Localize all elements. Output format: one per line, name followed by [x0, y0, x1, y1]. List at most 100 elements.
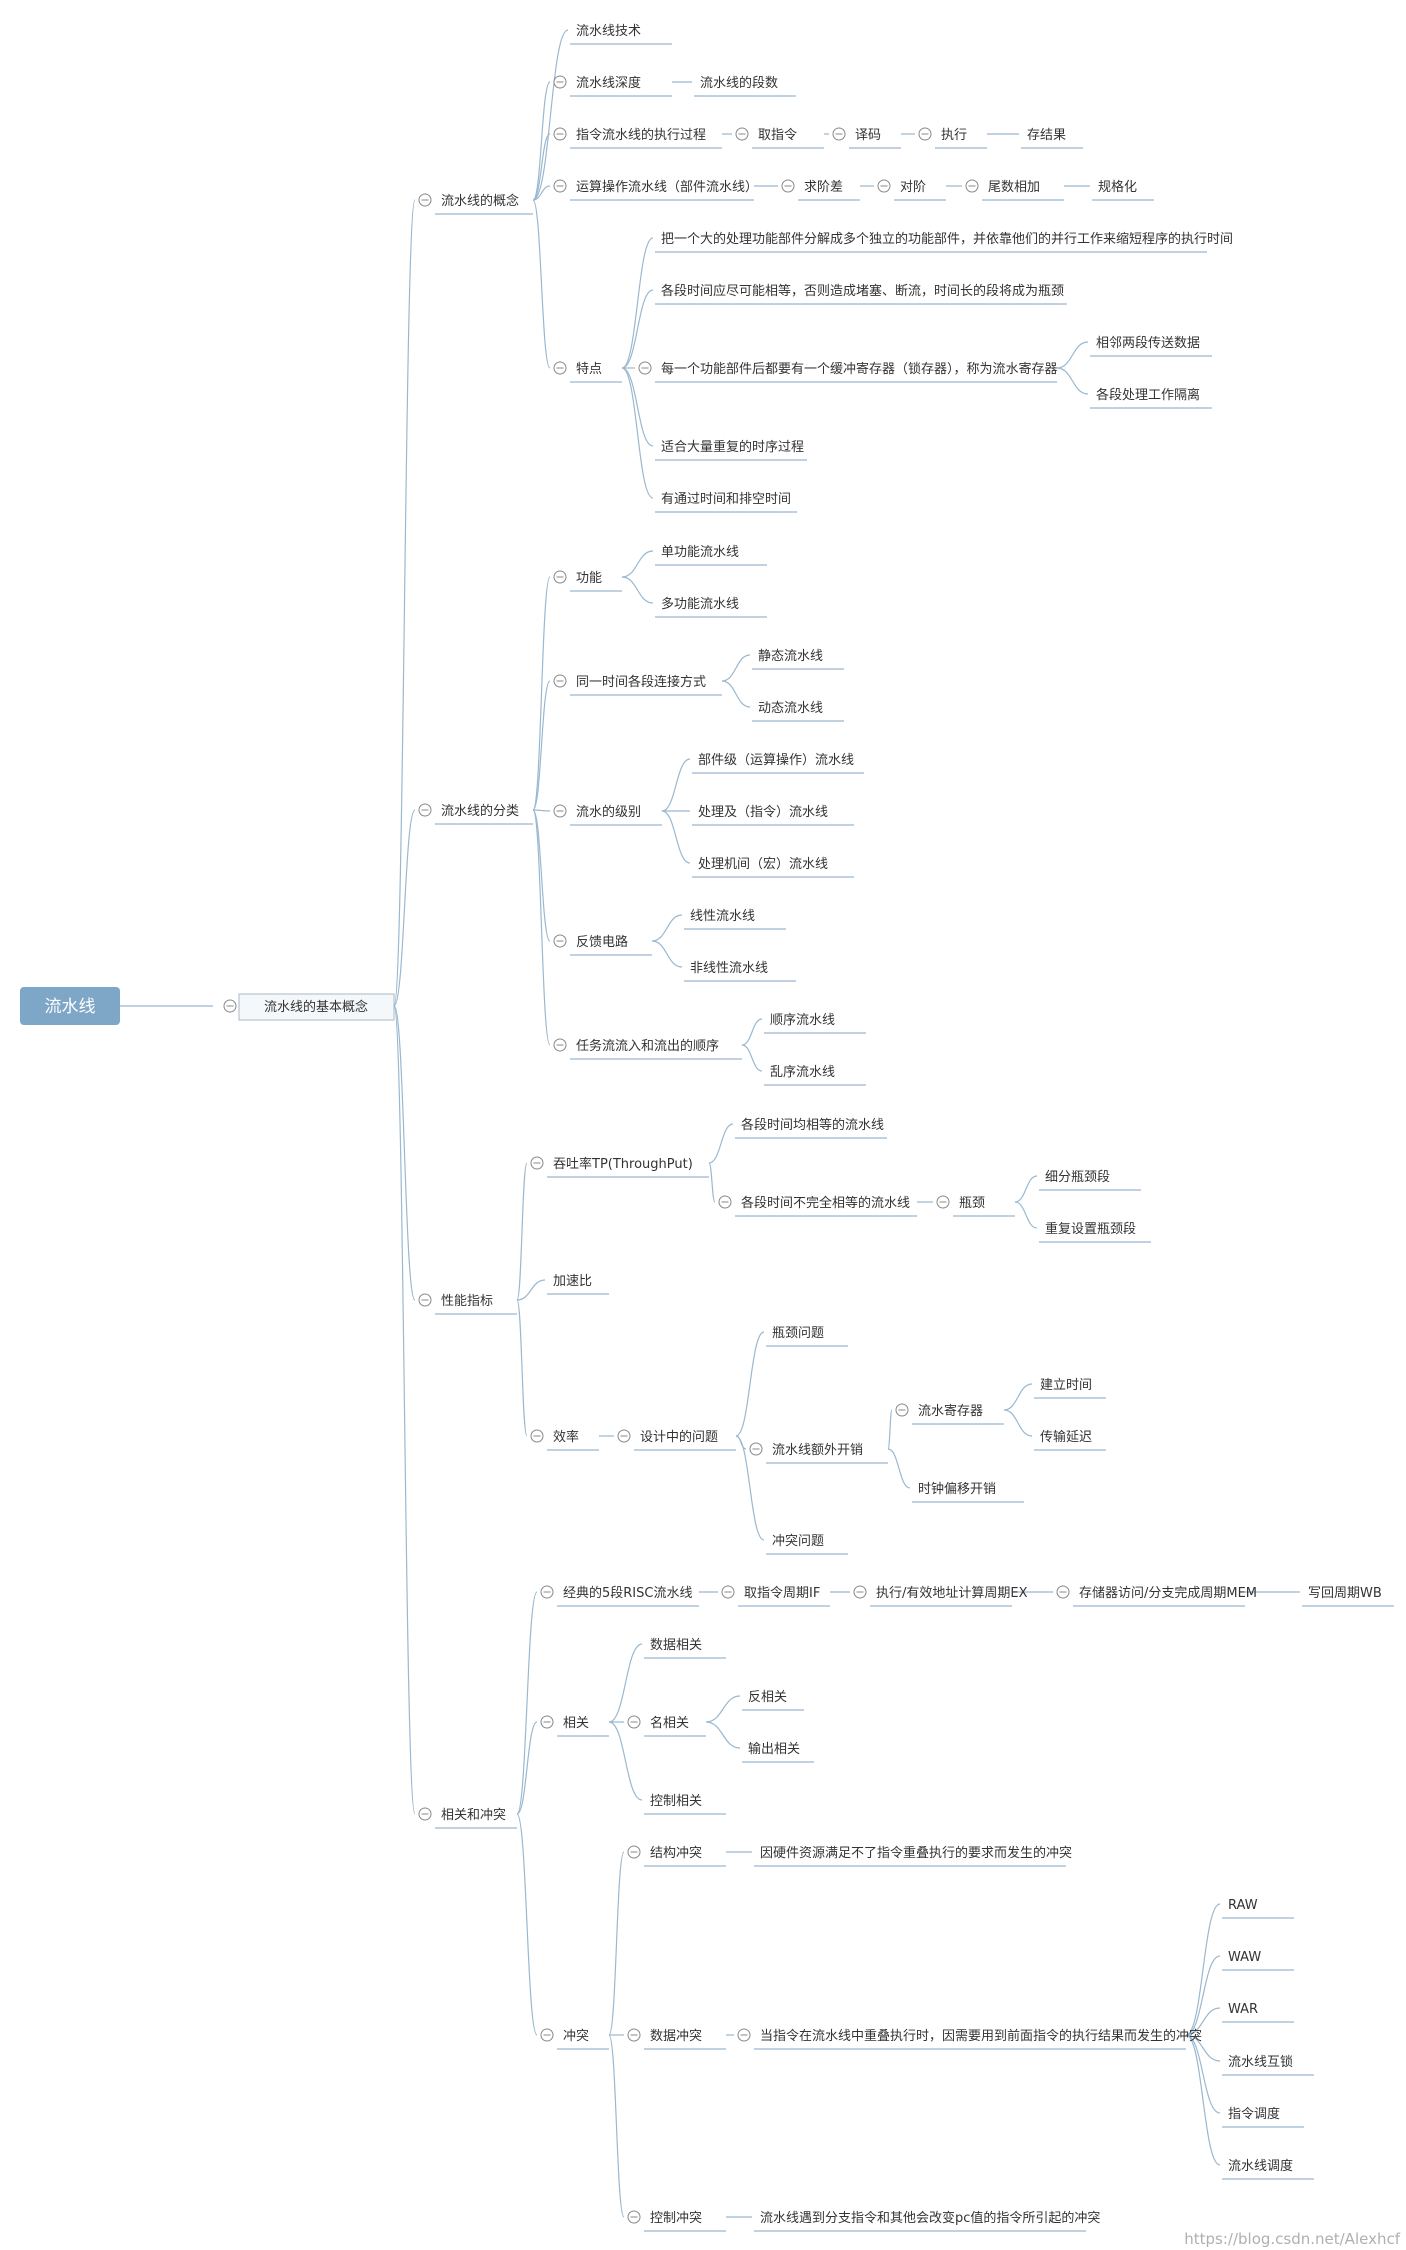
node-data-desc[interactable]: 当指令在流水线中重叠执行时，因需要用到前面指令的执行结果而发生的冲突 [737, 2028, 1202, 2050]
node-single[interactable]: 单功能流水线 [655, 545, 767, 566]
collapse-icon[interactable] [832, 127, 846, 141]
collapse-icon[interactable] [853, 1585, 867, 1599]
node-subdivide[interactable]: 细分瓶颈段 [1039, 1170, 1141, 1191]
collapse-icon[interactable] [553, 674, 567, 688]
node-nonlinear[interactable]: 非线性流水线 [684, 961, 796, 982]
node-out-order[interactable]: 乱序流水线 [764, 1065, 866, 1086]
node-mem[interactable]: 存储器访问/分支完成周期MEM [1056, 1585, 1257, 1607]
node-features[interactable]: 特点 [553, 361, 622, 383]
collapse-icon[interactable] [721, 1585, 735, 1599]
node-pipe-sched[interactable]: 流水线调度 [1222, 2158, 1314, 2180]
node-interlock[interactable]: 流水线互锁 [1222, 2054, 1314, 2076]
collapse-icon[interactable] [617, 1429, 631, 1443]
collapse-icon[interactable] [918, 127, 932, 141]
collapse-icon[interactable] [553, 1038, 567, 1052]
node-f1[interactable]: 把一个大的处理功能部件分解成多个独立的功能部件，并依靠他们的并行工作来缩短程序的… [655, 231, 1233, 253]
collapse-icon[interactable] [718, 1195, 732, 1209]
collapse-icon[interactable] [418, 803, 432, 817]
collapse-icon[interactable] [638, 361, 652, 375]
node-in-order[interactable]: 顺序流水线 [764, 1013, 866, 1034]
node-name-dep[interactable]: 名相关 [627, 1715, 706, 1737]
node-comp-level[interactable]: 部件级（运算操作）流水线 [692, 752, 864, 774]
node-f3b[interactable]: 各段处理工作隔离 [1090, 387, 1212, 409]
collapse-icon[interactable] [540, 1715, 554, 1729]
node-f3[interactable]: 每一个功能部件后都要有一个缓冲寄存器（锁存器），称为流水寄存器 [638, 361, 1058, 383]
collapse-icon[interactable] [418, 1807, 432, 1821]
node-perf[interactable]: 性能指标 [418, 1293, 517, 1315]
collapse-icon[interactable] [553, 804, 567, 818]
node-raw[interactable]: RAW [1222, 1898, 1294, 1919]
collapse-icon[interactable] [735, 127, 749, 141]
collapse-icon[interactable] [553, 179, 567, 193]
node-store[interactable]: 存结果 [1021, 128, 1083, 149]
node-fetch[interactable]: 取指令 [735, 127, 824, 149]
collapse-icon[interactable] [936, 1195, 950, 1209]
node-feedback[interactable]: 反馈电路 [553, 934, 652, 956]
collapse-icon[interactable] [530, 1429, 544, 1443]
node-arith[interactable]: 运算操作流水线（部件流水线） [553, 179, 758, 201]
node-exp-diff[interactable]: 求阶差 [781, 179, 860, 201]
collapse-icon[interactable] [895, 1403, 909, 1417]
node-mantissa[interactable]: 尾数相加 [965, 179, 1064, 201]
node-struct[interactable]: 结构冲突 [627, 1845, 726, 1867]
collapse-icon[interactable] [418, 1293, 432, 1307]
node-waw[interactable]: WAW [1222, 1950, 1294, 1971]
node-unequal[interactable]: 各段时间不完全相等的流水线 [718, 1195, 917, 1217]
node-ctrl[interactable]: 控制冲突 [627, 2210, 726, 2232]
collapse-icon[interactable] [530, 1156, 544, 1170]
node-if[interactable]: 取指令周期IF [721, 1585, 830, 1607]
node-bottleneck[interactable]: 瓶颈 [936, 1195, 1015, 1217]
collapse-icon[interactable] [627, 2210, 641, 2224]
node-static[interactable]: 静态流水线 [752, 649, 844, 670]
node-inter-level[interactable]: 处理机间（宏）流水线 [692, 857, 854, 878]
collapse-icon[interactable] [553, 75, 567, 89]
node-data[interactable]: 数据冲突 [627, 2028, 726, 2050]
node-hazard[interactable]: 相关和冲突 [418, 1807, 517, 1829]
node-concept[interactable]: 流水线的概念 [418, 193, 533, 215]
node-wb[interactable]: 写回周期WB [1302, 1586, 1394, 1607]
node-data-dep[interactable]: 数据相关 [644, 1638, 726, 1659]
collapse-icon[interactable] [627, 2028, 641, 2042]
node-ctrl-dep[interactable]: 控制相关 [644, 1794, 726, 1815]
root-node[interactable]: 流水线 [20, 987, 120, 1025]
collapse-icon[interactable] [627, 1715, 641, 1729]
collapse-icon[interactable] [737, 2028, 751, 2042]
node-decode[interactable]: 译码 [832, 127, 901, 149]
node-war[interactable]: WAR [1222, 2002, 1294, 2023]
node-design[interactable]: 设计中的问题 [617, 1429, 736, 1451]
node-normalize[interactable]: 规格化 [1092, 179, 1154, 201]
node-conn[interactable]: 同一时间各段连接方式 [553, 674, 722, 696]
collapse-icon[interactable] [781, 179, 795, 193]
node-f4[interactable]: 适合大量重复的时序过程 [655, 439, 807, 461]
node-dep[interactable]: 相关 [540, 1715, 609, 1737]
node-level1[interactable]: 流水线的基本概念 [223, 993, 395, 1021]
node-output[interactable]: 输出相关 [742, 1741, 814, 1763]
collapse-icon[interactable] [1056, 1585, 1070, 1599]
node-speedup[interactable]: 加速比 [547, 1274, 609, 1295]
collapse-icon[interactable] [540, 2028, 554, 2042]
node-ctrl-desc[interactable]: 流水线遇到分支指令和其他会改变pc值的指令所引起的冲突 [754, 2210, 1100, 2232]
node-tp[interactable]: 吞吐率TP(ThroughPut) [530, 1156, 709, 1178]
node-skew[interactable]: 时钟偏移开销 [912, 1481, 1024, 1503]
collapse-icon[interactable] [553, 361, 567, 375]
node-f5[interactable]: 有通过时间和排空时间 [655, 492, 797, 513]
node-tech[interactable]: 流水线技术 [570, 24, 672, 45]
collapse-icon[interactable] [749, 1442, 763, 1456]
node-f2[interactable]: 各段时间应尽可能相等，否则造成堵塞、断流，时间长的段将成为瓶颈 [655, 283, 1067, 305]
collapse-icon[interactable] [540, 1585, 554, 1599]
node-depth-stages[interactable]: 流水线的段数 [694, 75, 796, 97]
node-equal[interactable]: 各段时间均相等的流水线 [735, 1117, 887, 1139]
node-bottleneck-issue[interactable]: 瓶颈问题 [766, 1326, 848, 1347]
node-efficiency[interactable]: 效率 [530, 1429, 599, 1451]
node-struct-desc[interactable]: 因硬件资源满足不了指令重叠执行的要求而发生的冲突 [754, 1845, 1072, 1867]
node-order[interactable]: 任务流流入和流出的顺序 [553, 1038, 742, 1060]
node-anti[interactable]: 反相关 [742, 1690, 804, 1711]
node-setup[interactable]: 建立时间 [1034, 1378, 1106, 1399]
node-align[interactable]: 对阶 [877, 179, 946, 201]
node-risc[interactable]: 经典的5段RISC流水线 [540, 1585, 699, 1607]
node-dynamic[interactable]: 动态流水线 [752, 701, 844, 722]
collapse-icon[interactable] [553, 934, 567, 948]
collapse-icon[interactable] [553, 127, 567, 141]
collapse-icon[interactable] [877, 179, 891, 193]
node-classify[interactable]: 流水线的分类 [418, 803, 533, 825]
